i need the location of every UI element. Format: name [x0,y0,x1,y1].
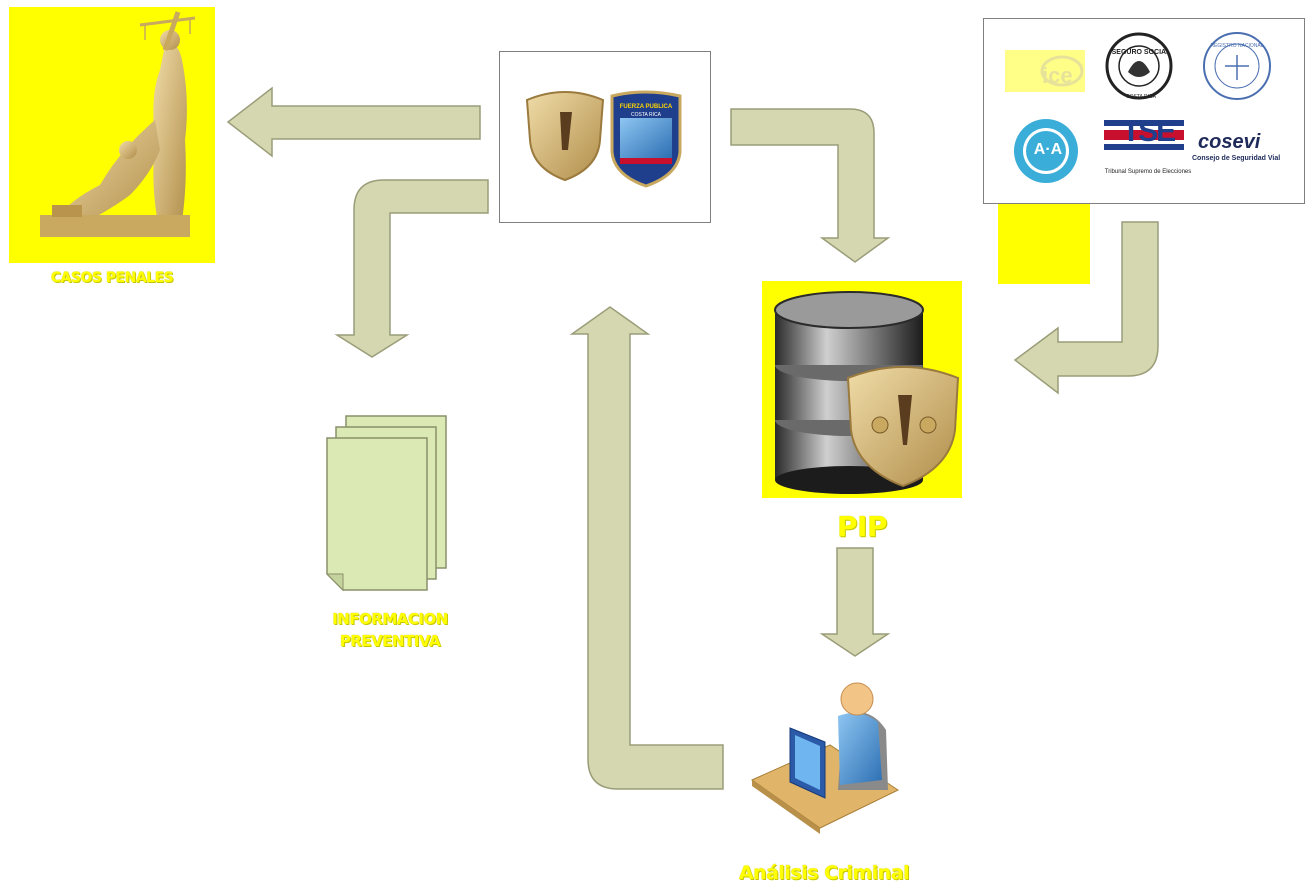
oij-badge [525,91,605,182]
seguro-social-subtext: COSTA RICA [1126,94,1156,100]
institutions-logos [1005,32,1271,183]
cosevi-logo-text: cosevi [1198,131,1261,153]
tse-subtext: Tribunal Supremo de Elecciones [1104,169,1192,175]
pip-database-image [762,281,962,498]
institutions-yellow-block [998,203,1090,284]
ice-logo-text: ice [1042,63,1073,88]
fuerza-publica-text: FUERZA PUBLICA [619,104,673,110]
cosevi-subtext: Consejo de Seguridad Vial [1192,155,1281,162]
police-logos-box: FUERZA PUBLICA COSTA RICA [499,51,711,223]
arrow-to-informacion-preventiva [334,179,489,358]
arrow-analisis-to-police [569,306,724,790]
casos-penales-image [9,7,215,263]
informacion-preventiva-label: INFORMACION PREVENTIVA [300,608,480,652]
tse-logo-text: TSE [1121,115,1176,148]
seguro-social-text: SEGURO SOCIAL [1111,49,1171,56]
analisis-criminal-label: Análisis Criminal [738,862,910,884]
informacion-label-line2: PREVENTIVA [339,632,441,650]
fuerza-publica-badge [610,90,682,188]
aya-logo-text: A·A [1033,141,1063,158]
institutions-box: ice SEGURO SOCIAL COSTA RICA REGISTRO NA… [983,18,1305,204]
documents-stack-icon [325,415,447,592]
arrow-pip-to-analisis [819,547,891,657]
pip-label: PIP [837,510,887,543]
registro-nacional-text: REGISTRO NACIONAL [1210,43,1264,49]
casos-penales-label: CASOS PENALES [50,270,174,286]
informacion-label-line1: INFORMACION [332,610,448,628]
analyst-computer-icon [750,682,900,834]
fuerza-publica-subtext: COSTA RICA [631,112,661,118]
arrow-to-casos-penales [226,86,481,158]
arrow-to-pip [730,108,891,263]
arrow-institutions-to-pip [1013,221,1159,395]
